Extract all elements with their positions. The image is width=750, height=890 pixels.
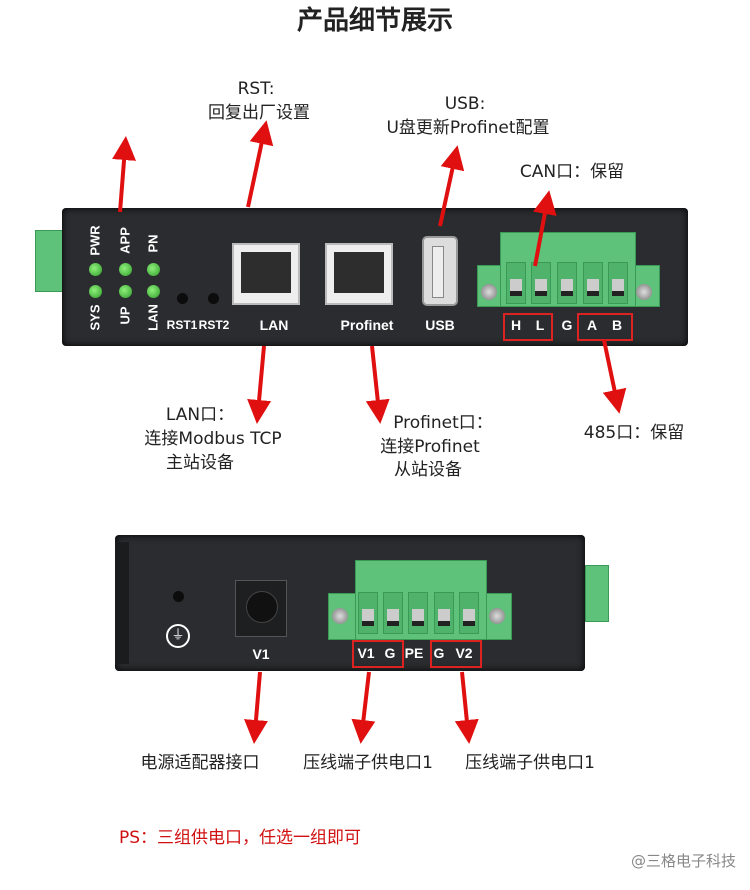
terminal1-callout: 压线端子供电口1 [303, 753, 433, 773]
terminal-slot [557, 262, 577, 304]
can-callout: CAN口：保留 [519, 162, 625, 182]
ps-note: PS：三组供电口，任选一组即可 [118, 828, 362, 848]
terminal-label-pe: PE [404, 645, 424, 661]
led-sys [89, 285, 102, 298]
screw [332, 608, 348, 624]
ground-icon: ⏚ [166, 624, 190, 648]
led-pwr [89, 263, 102, 276]
terminal-slot [583, 262, 603, 304]
led-arrow [112, 136, 137, 213]
led-label-pn: PN [145, 234, 161, 253]
terminal-slot [383, 592, 403, 634]
led-label-lan: LAN [145, 304, 161, 331]
terminal-label-a: A [586, 317, 598, 333]
can-highlight-box [503, 313, 553, 341]
lan-callout-title: LAN口： [165, 405, 235, 425]
page-title: 产品细节展示 [296, 6, 454, 36]
rst-callout-desc: 回复出厂设置 [208, 103, 310, 123]
indicator-hole [173, 591, 184, 602]
screw [481, 284, 497, 300]
terminal-slot [608, 262, 628, 304]
profinet-callout-title: Profinet口： [393, 413, 493, 433]
led-label-pwr: PWR [87, 225, 103, 256]
watermark: @三格电子科技 [630, 852, 736, 870]
din-rail-clip [115, 542, 129, 664]
led-lan [147, 285, 160, 298]
terminal-label-h: H [510, 317, 522, 333]
terminal-label-l: L [535, 317, 545, 333]
terminal-label-b: B [611, 317, 623, 333]
lan-label: LAN [259, 317, 289, 333]
terminal-label-v2: V2 [455, 645, 473, 661]
rs485-highlight-box [577, 313, 633, 341]
lan-callout-line2: 主站设备 [166, 453, 234, 473]
screw [636, 284, 652, 300]
adapter-arrow [244, 671, 268, 744]
rst2-button [208, 293, 219, 304]
screw [489, 608, 505, 624]
dc-jack [235, 580, 287, 637]
rst-callout-title: RST: [237, 79, 275, 99]
side-connector [35, 230, 67, 292]
rst1-button [177, 293, 188, 304]
profinet-port [325, 243, 393, 305]
usb-callout-title: USB: [444, 94, 486, 114]
adapter-callout: 电源适配器接口 [140, 753, 260, 773]
led-up [119, 285, 132, 298]
led-label-up: UP [117, 306, 133, 325]
side-connector [585, 565, 609, 622]
led-app [119, 263, 132, 276]
profinet-callout-line1: 连接Profinet [380, 437, 480, 457]
terminal-slot [459, 592, 479, 634]
terminal-label-g1: G [384, 645, 396, 661]
terminal2-callout: 压线端子供电口1 [465, 753, 595, 773]
v2-highlight-box [430, 640, 482, 668]
led-label-app: APP [117, 227, 133, 254]
terminal-slot [531, 262, 551, 304]
terminal1-arrow [351, 671, 376, 744]
profinet-arrow [365, 345, 390, 424]
terminal-slot [408, 592, 428, 634]
profinet-label: Profinet [340, 317, 394, 333]
rs485-callout: 485口：保留 [583, 423, 685, 443]
led-pn [147, 263, 160, 276]
terminal-label-g: G [561, 317, 573, 333]
terminal-slot [358, 592, 378, 634]
v1-highlight-box [352, 640, 404, 668]
rs485-arrow [602, 339, 627, 414]
lan-callout-line1: 连接Modbus TCP [144, 429, 282, 449]
rst1-label: RST1 [166, 318, 198, 332]
lan-port [232, 243, 300, 305]
rst2-label: RST2 [198, 318, 230, 332]
usb-port [422, 236, 458, 306]
usb-callout-desc: U盘更新Profinet配置 [386, 118, 550, 138]
rst-arrow [246, 120, 274, 208]
led-label-sys: SYS [87, 304, 103, 331]
terminal-label-v1: V1 [357, 645, 375, 661]
profinet-callout-line2: 从站设备 [394, 460, 462, 480]
usb-label: USB [425, 317, 455, 333]
terminal-label-g2: G [433, 645, 445, 661]
terminal2-arrow [454, 671, 479, 744]
terminal-slot [434, 592, 454, 634]
terminal-slot [506, 262, 526, 304]
dc-jack-label: V1 [252, 646, 270, 662]
lan-arrow [247, 345, 272, 424]
